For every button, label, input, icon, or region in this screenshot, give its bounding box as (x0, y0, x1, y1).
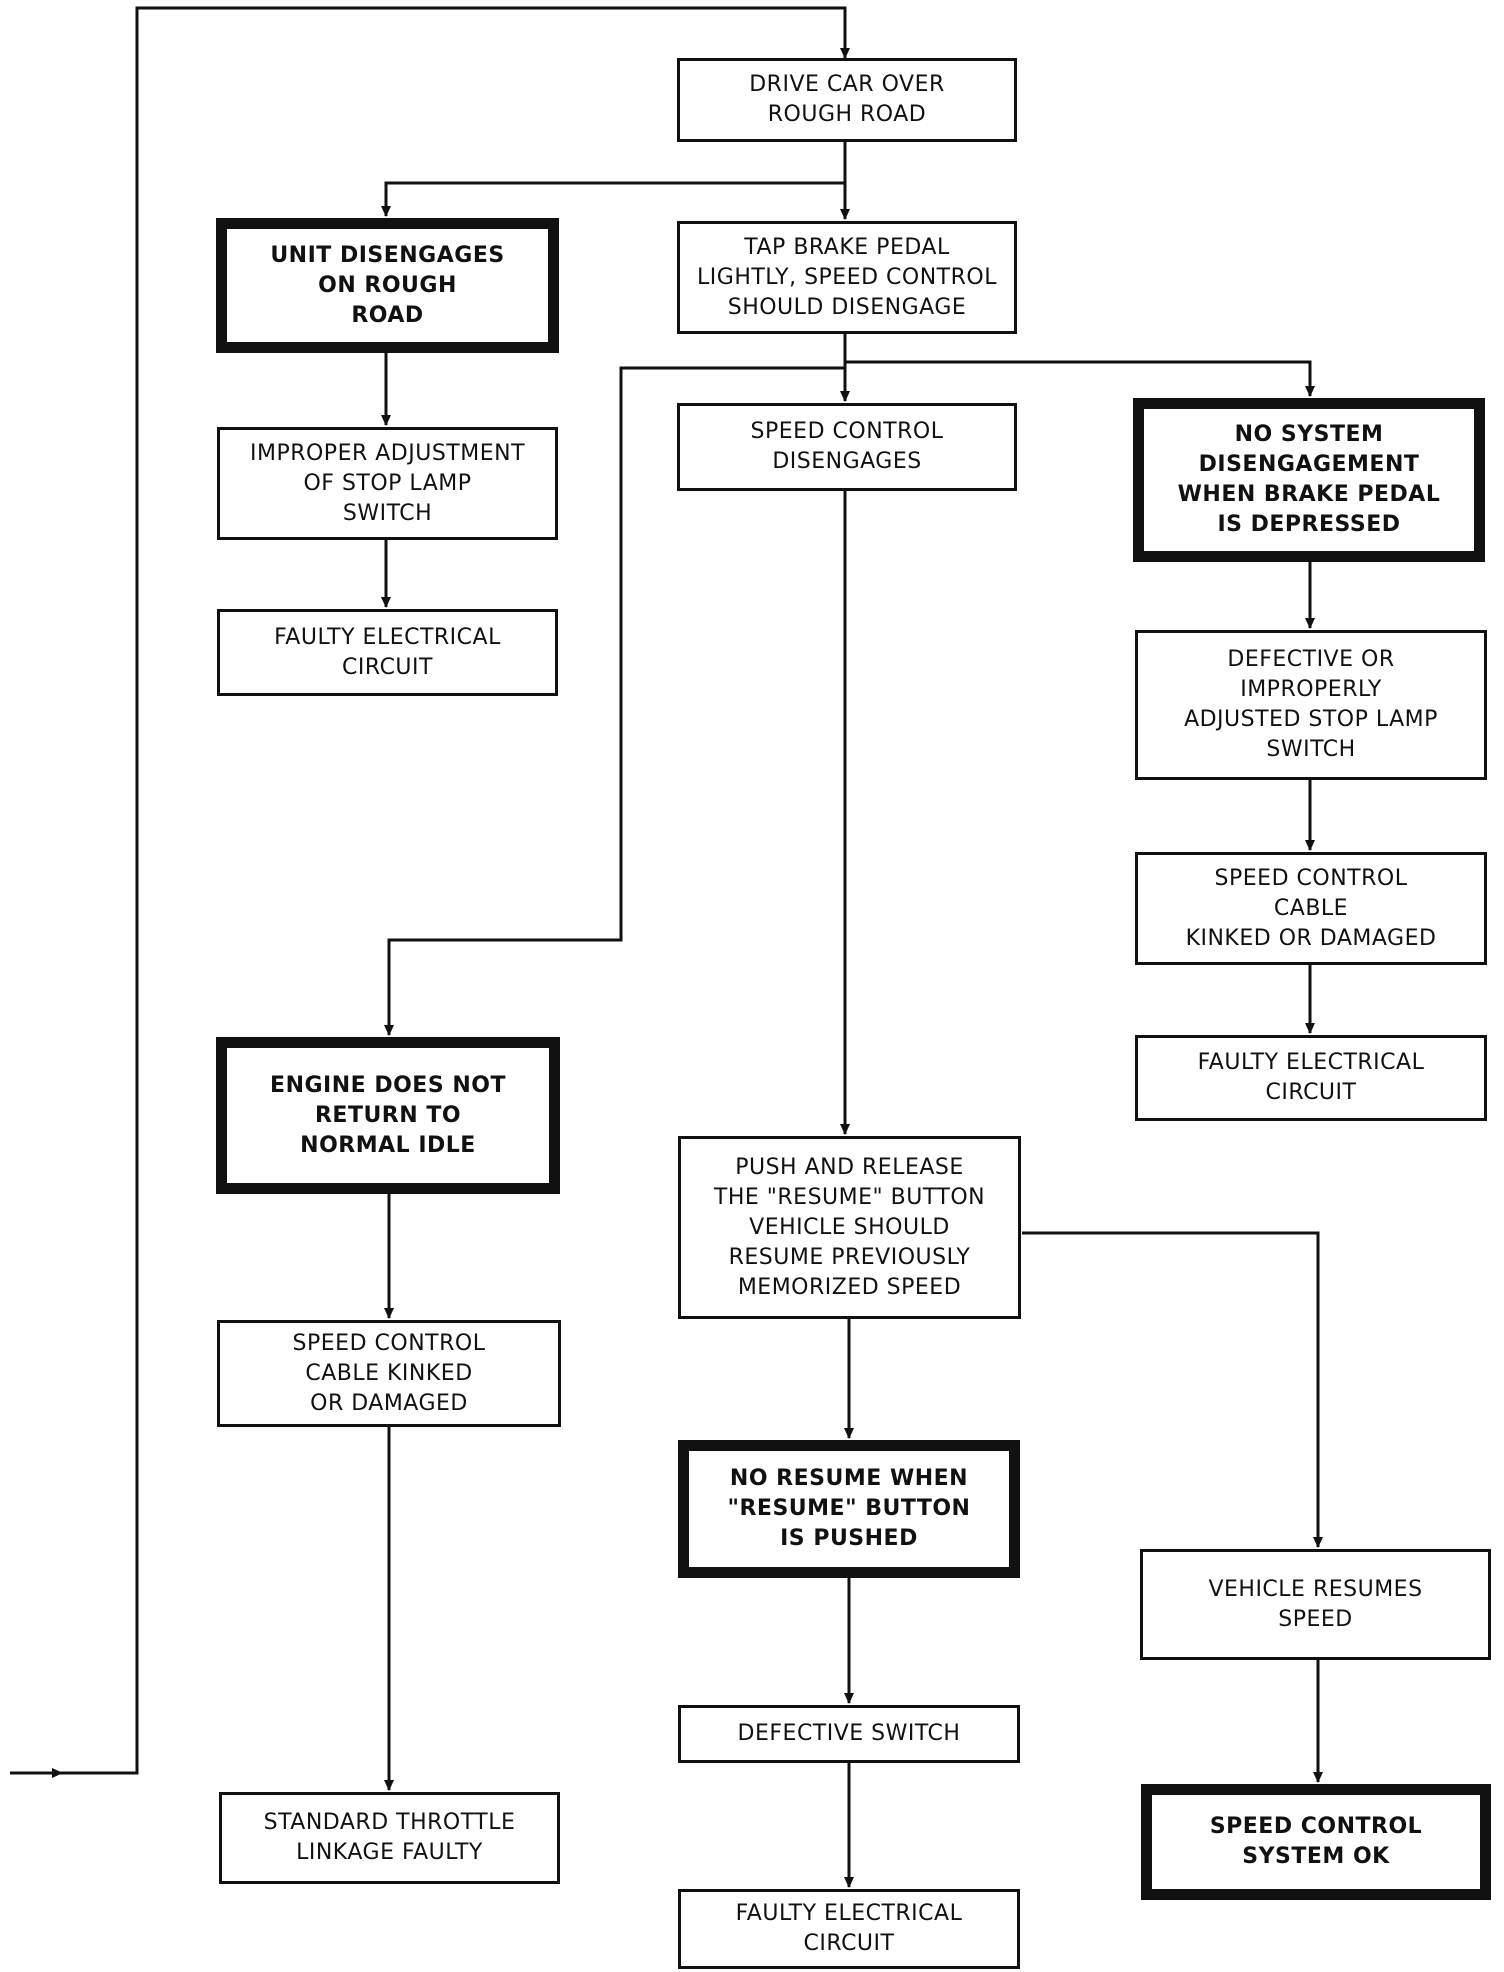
box-standard-throttle-linkage: STANDARD THROTTLE LINKAGE FAULTY (219, 1792, 560, 1884)
box-label: FAULTY ELECTRICAL CIRCUIT (1197, 1050, 1425, 1105)
box-speed-control-disengages: SPEED CONTROL DISENGAGES (677, 403, 1017, 491)
box-speed-control-system-ok: SPEED CONTROL SYSTEM OK (1141, 1784, 1491, 1900)
box-label: NO SYSTEM DISENGAGEMENT WHEN BRAKE PEDAL… (1177, 422, 1441, 537)
box-label: PUSH AND RELEASE THE "RESUME" BUTTON VEH… (713, 1154, 986, 1300)
box-label: DEFECTIVE OR IMPROPERLY ADJUSTED STOP LA… (1184, 647, 1438, 762)
box-label: SPEED CONTROL CABLE KINKED OR DAMAGED (1185, 865, 1437, 951)
box-label: TAP BRAKE PEDAL LIGHTLY, SPEED CONTROL S… (697, 234, 997, 320)
box-engine-does-not-return-idle: ENGINE DOES NOT RETURN TO NORMAL IDLE (216, 1037, 560, 1194)
box-no-system-disengagement: NO SYSTEM DISENGAGEMENT WHEN BRAKE PEDAL… (1133, 398, 1485, 562)
box-vehicle-resumes-speed: VEHICLE RESUMES SPEED (1140, 1549, 1491, 1660)
box-label: ENGINE DOES NOT RETURN TO NORMAL IDLE (270, 1072, 506, 1158)
box-faulty-electrical-circuit-left: FAULTY ELECTRICAL CIRCUIT (217, 609, 558, 696)
box-label: IMPROPER ADJUSTMENT OF STOP LAMP SWITCH (249, 440, 526, 526)
box-label: UNIT DISENGAGES ON ROUGH ROAD (270, 242, 505, 328)
box-drive-car-over-rough-road: DRIVE CAR OVER ROUGH ROAD (677, 58, 1017, 142)
box-faulty-electrical-circuit-bottom: FAULTY ELECTRICAL CIRCUIT (678, 1889, 1020, 1969)
box-label: FAULTY ELECTRICAL CIRCUIT (735, 1901, 963, 1956)
box-label: SPEED CONTROL CABLE KINKED OR DAMAGED (292, 1330, 486, 1416)
connector-entry-loop (10, 6, 850, 1775)
connector-to-no-system (845, 360, 1315, 397)
box-label: DEFECTIVE SWITCH (737, 1721, 961, 1746)
box-unit-disengages-on-rough-road: UNIT DISENGAGES ON ROUGH ROAD (216, 218, 559, 353)
box-defective-switch: DEFECTIVE SWITCH (678, 1705, 1020, 1763)
box-speed-control-cable-left: SPEED CONTROL CABLE KINKED OR DAMAGED (217, 1320, 561, 1427)
box-improper-adjustment-stop-lamp: IMPROPER ADJUSTMENT OF STOP LAMP SWITCH (217, 427, 558, 540)
box-faulty-electrical-circuit-right: FAULTY ELECTRICAL CIRCUIT (1135, 1035, 1487, 1121)
box-label: STANDARD THROTTLE LINKAGE FAULTY (263, 1810, 516, 1865)
box-label: SPEED CONTROL DISENGAGES (750, 419, 944, 474)
box-label: VEHICLE RESUMES SPEED (1208, 1576, 1423, 1632)
box-no-resume: NO RESUME WHEN "RESUME" BUTTON IS PUSHED (678, 1440, 1020, 1578)
connector-to-engine-idle (384, 366, 845, 1036)
box-label: FAULTY ELECTRICAL CIRCUIT (274, 624, 501, 680)
box-label: NO RESUME WHEN "RESUME" BUTTON IS PUSHED (727, 1466, 971, 1551)
box-label: SPEED CONTROL SYSTEM OK (1209, 1814, 1423, 1869)
connector-to-unit-disengages (381, 181, 845, 217)
box-tap-brake-pedal: TAP BRAKE PEDAL LIGHTLY, SPEED CONTROL S… (677, 221, 1017, 334)
box-speed-control-cable-right: SPEED CONTROL CABLE KINKED OR DAMAGED (1135, 852, 1487, 965)
box-label: DRIVE CAR OVER ROUGH ROAD (749, 72, 945, 127)
box-defective-stop-lamp-switch: DEFECTIVE OR IMPROPERLY ADJUSTED STOP LA… (1135, 630, 1487, 780)
connector-push-to-vehicle-resumes (1022, 1231, 1323, 1548)
box-push-release-resume: PUSH AND RELEASE THE "RESUME" BUTTON VEH… (678, 1136, 1021, 1319)
